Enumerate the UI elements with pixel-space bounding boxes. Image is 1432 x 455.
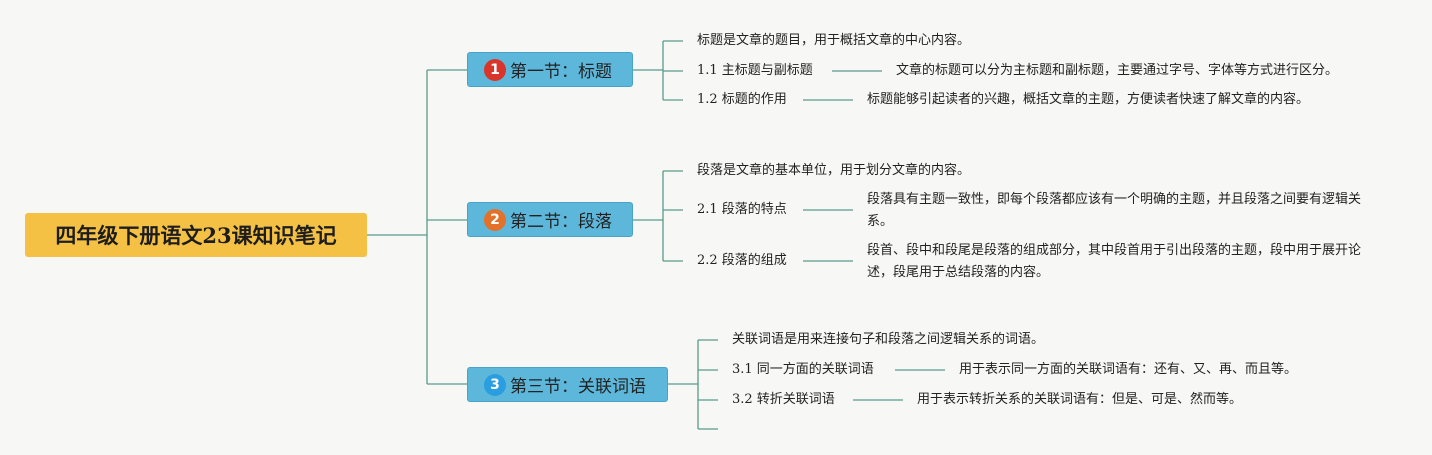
section-2-node[interactable]: 2 第二节：段落 <box>467 202 633 237</box>
number-3-icon: 3 <box>484 373 506 396</box>
section-title: 第三节：关联词语 <box>510 377 646 397</box>
subtopic-3-1-detail[interactable]: 用于表示同一方面的关联词语有：还有、又、再、而且等。 <box>959 362 1298 377</box>
subtopic-2-2-detail[interactable]: 段首、段中和段尾是段落的组成部分，其中段首用于引出段落的主题，段中用于展开论述，… <box>867 243 1362 280</box>
subtopic-1-1[interactable]: 1.1 主标题与副标题 <box>697 63 813 78</box>
root-topic[interactable]: 四年级下册语文23课知识笔记 <box>25 213 367 257</box>
subtopic-2-1[interactable]: 2.1 段落的特点 <box>697 202 787 217</box>
section-title: 第二节：段落 <box>510 212 612 232</box>
subtopic-3-2-detail[interactable]: 用于表示转折关系的关联词语有：但是、可是、然而等。 <box>917 392 1243 407</box>
subtopic-3-1[interactable]: 3.1 同一方面的关联词语 <box>732 362 874 377</box>
section-3-node[interactable]: 3 第三节：关联词语 <box>467 367 668 402</box>
number-1-icon: 1 <box>484 58 506 81</box>
subtopic-1-2-detail[interactable]: 标题能够引起读者的兴趣，概括文章的主题，方便读者快速了解文章的内容。 <box>867 92 1310 107</box>
subtopic-2-1-detail[interactable]: 段落具有主题一致性，即每个段落都应该有一个明确的主题，并且段落之间要有逻辑关系。 <box>867 192 1362 229</box>
subtopic-1-2[interactable]: 1.2 标题的作用 <box>697 92 787 107</box>
section-title: 第一节：标题 <box>510 62 612 82</box>
section-3-intro[interactable]: 关联词语是用来连接句子和段落之间逻辑关系的词语。 <box>732 332 1045 347</box>
subtopic-1-1-detail[interactable]: 文章的标题可以分为主标题和副标题，主要通过字号、字体等方式进行区分。 <box>896 63 1339 78</box>
number-2-icon: 2 <box>484 208 506 231</box>
subtopic-2-2[interactable]: 2.2 段落的组成 <box>697 253 787 268</box>
section-2-intro[interactable]: 段落是文章的基本单位，用于划分文章的内容。 <box>697 163 971 178</box>
section-1-intro[interactable]: 标题是文章的题目，用于概括文章的中心内容。 <box>697 33 971 48</box>
subtopic-3-2[interactable]: 3.2 转折关联词语 <box>732 392 835 407</box>
root-title: 四年级下册语文23课知识笔记 <box>55 223 337 248</box>
section-1-node[interactable]: 1 第一节：标题 <box>467 52 633 87</box>
